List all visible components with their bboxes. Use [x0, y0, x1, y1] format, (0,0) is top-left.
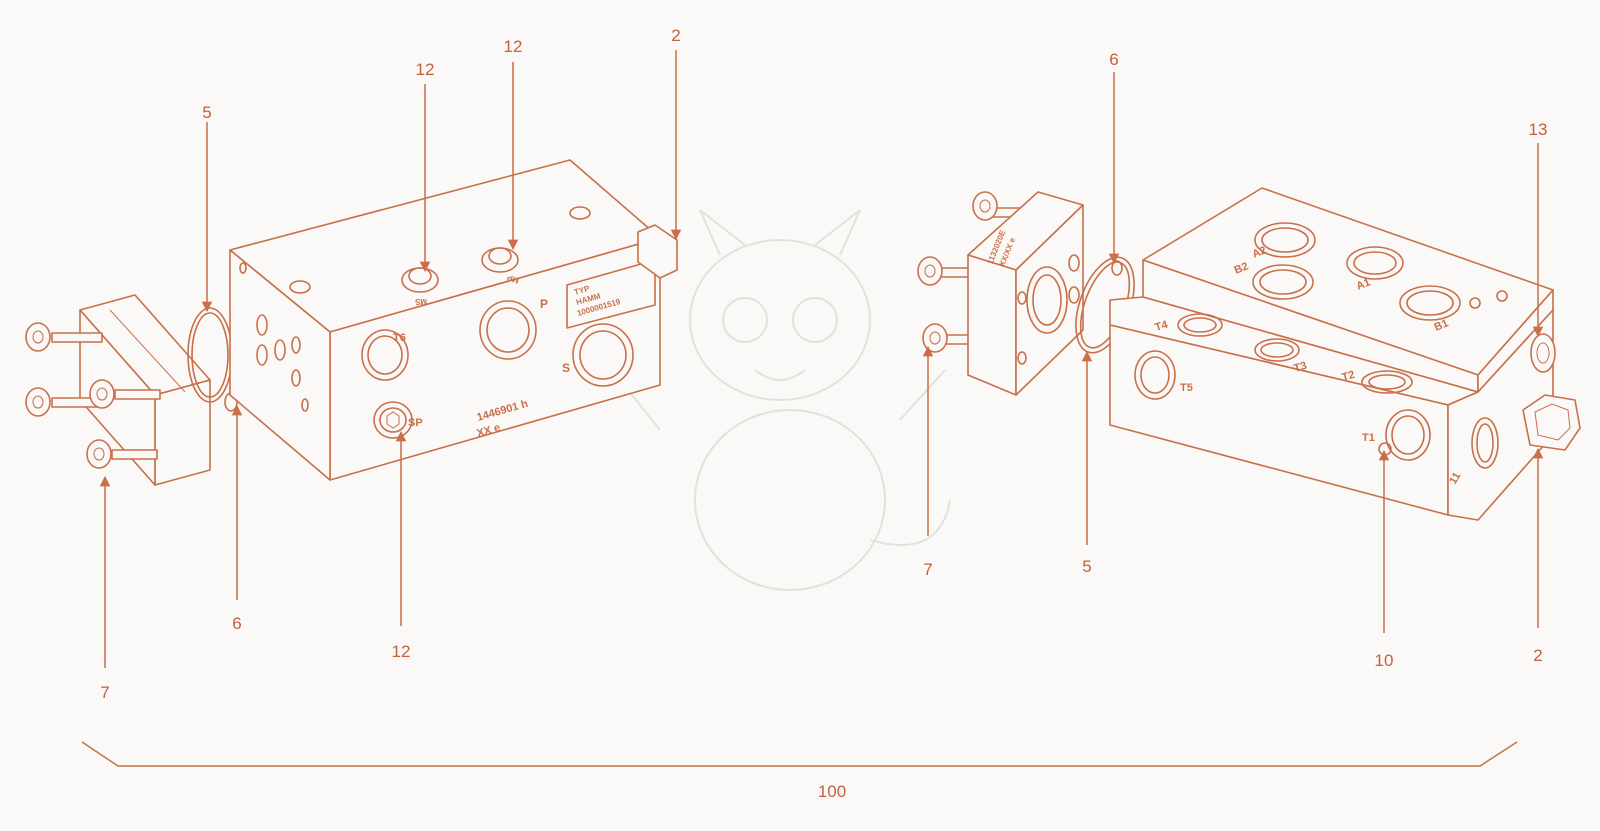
callout-2-left: 2: [671, 26, 680, 45]
right-valve-block: [1109, 187, 1581, 521]
callout-5-right: 5: [1082, 557, 1091, 576]
port-a2-label: A2: [1251, 244, 1269, 260]
port-mp-label: MP: [505, 272, 520, 285]
port-sp-label: SP: [408, 417, 423, 429]
callout-12-bottom: 12: [392, 642, 411, 661]
port-ms-label: MS: [414, 297, 427, 306]
port-p-label: P: [540, 297, 548, 311]
port-t5-label: T5: [1180, 382, 1193, 394]
port-t1-label: T1: [1362, 432, 1375, 444]
port-t4-label: T4: [1154, 319, 1170, 334]
port-s-label: S: [562, 361, 570, 375]
cap-screws-right: [917, 191, 1024, 353]
port-t2-label: T2: [1341, 369, 1357, 384]
assembly-bracket: [81, 741, 1518, 767]
left-valve-block: [229, 159, 678, 481]
cap-screws-left: [25, 322, 161, 469]
callout-6-left: 6: [232, 614, 241, 633]
callout-2-right: 2: [1533, 646, 1542, 665]
port-t6-label: T6: [393, 332, 406, 344]
port-11-label: 11: [1447, 470, 1463, 486]
callout-12-top-mid: 12: [504, 37, 523, 56]
callout-100-assembly: 100: [818, 782, 846, 801]
callout-13: 13: [1529, 120, 1548, 139]
port-t3-label: T3: [1293, 360, 1309, 375]
leader-lines: [99, 50, 1544, 668]
callout-6-right: 6: [1109, 50, 1118, 69]
callout-10: 10: [1375, 651, 1394, 670]
callout-12-top-left: 12: [416, 60, 435, 79]
callout-5-left: 5: [202, 103, 211, 122]
callout-7-left: 7: [100, 683, 109, 702]
right-end-plate: [967, 191, 1084, 396]
port-b1-label: B1: [1433, 317, 1451, 333]
plate-line-1: TYP: [573, 284, 591, 297]
port-a1-label: A1: [1355, 276, 1373, 292]
callout-7-right: 7: [923, 560, 932, 579]
port-b2-label: B2: [1233, 260, 1251, 276]
